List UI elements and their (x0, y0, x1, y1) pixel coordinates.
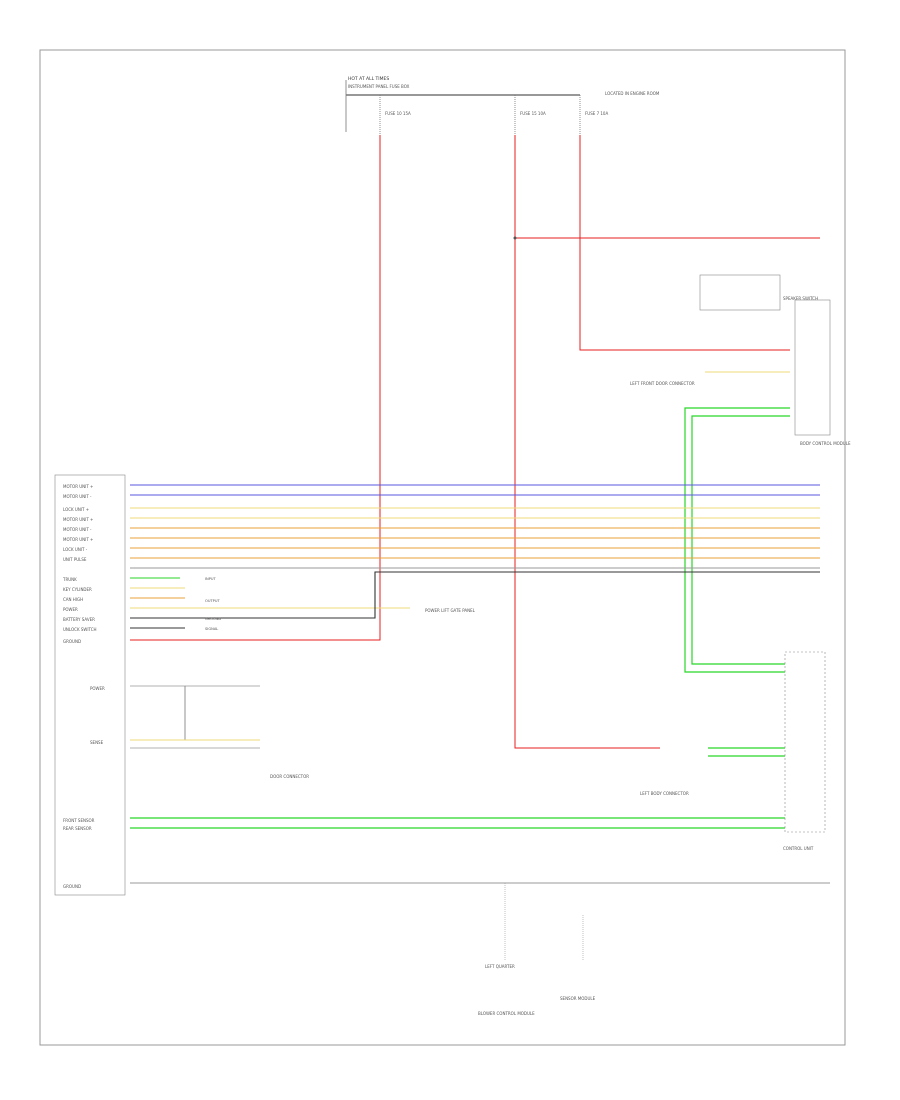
wire-label: OUTPUT (205, 599, 220, 603)
body-control-module-label: BODY CONTROL MODULE (800, 441, 851, 446)
pin-label: MOTOR UNIT - (63, 527, 92, 532)
body-control-module: BODY CONTROL MODULE (794, 299, 851, 446)
wire-label: GROUND (205, 617, 221, 621)
pin-label: MOTOR UNIT + (63, 484, 93, 489)
lower-label: GROUND (63, 884, 81, 889)
wire-label: SIGNAL (205, 627, 218, 631)
fuse-3: FUSE 7 10A (579, 95, 608, 135)
pin-label: LOCK UNIT + (63, 507, 89, 512)
splice-point (513, 236, 517, 240)
upper-fuse-note: LOCATED IN ENGINE ROOM (605, 91, 660, 96)
pin-label: UNIT PULSE (63, 557, 87, 562)
speaker-switch-label: SPEAKER SWITCH (783, 296, 818, 301)
control-unit-label: CONTROL UNIT (783, 846, 814, 851)
fuse-3-label: FUSE 7 10A (585, 111, 608, 116)
green-loop (684, 407, 790, 673)
pin-label: TRUNK (62, 577, 77, 582)
pin-label: BATTERY SAVER (63, 617, 95, 622)
lower-label: SENSE (90, 740, 104, 745)
lower-connector-label: LEFT BODY CONNECTOR (640, 791, 689, 796)
power-source-label: HOT AT ALL TIMES (348, 76, 389, 82)
pin-label: UNLOCK SWITCH (63, 627, 97, 632)
lower-green-wires (130, 747, 785, 829)
mid-connector-label: LEFT FRONT DOOR CONNECTOR (630, 381, 695, 386)
pin-label: MOTOR UNIT - (63, 494, 92, 499)
wire-label: INPUT (205, 577, 217, 581)
pin-label: POWER (63, 607, 78, 612)
fuse-1: FUSE 10 15A (379, 95, 411, 135)
harness-wire (130, 571, 820, 619)
lower-label: REAR SENSOR (63, 826, 92, 831)
control-unit: CONTROL UNIT (783, 651, 826, 851)
main-connector (54, 474, 126, 896)
pin-label: LOCK UNIT - (63, 547, 88, 552)
ground-bus (130, 882, 830, 960)
ground-left-label: LEFT QUARTER (485, 964, 515, 969)
fuse-2: FUSE 15 10A (514, 95, 546, 135)
diagram-frame (39, 49, 846, 1046)
pin-label: MOTOR UNIT + (63, 537, 93, 542)
lower-label: POWER (90, 686, 105, 691)
pin-label: KEY CYLINDER (63, 587, 92, 592)
fuse-panel-label: INSTRUMENT PANEL FUSE BOX (348, 84, 410, 89)
pin-label: MOTOR UNIT + (63, 517, 93, 522)
pin-label: GROUND (63, 639, 81, 644)
harness-wires (130, 484, 820, 629)
door-connector-label: DOOR CONNECTOR (270, 774, 309, 779)
red-wires (130, 135, 820, 749)
side-panel-label: POWER LIFT GATE PANEL (425, 608, 476, 613)
power-source: HOT AT ALL TIMES INSTRUMENT PANEL FUSE B… (345, 76, 580, 132)
fuse-1-label: FUSE 10 15A (385, 111, 411, 116)
module-right-label: SENSOR MODULE (560, 996, 596, 1001)
left-pin-labels: MOTOR UNIT + MOTOR UNIT - LOCK UNIT + MO… (62, 484, 97, 644)
pin-label: CAN HIGH (63, 597, 83, 602)
lower-left-labels: POWER SENSE FRONT SENSOR REAR SENSOR GRO… (63, 686, 105, 889)
mid-pin-labels: INPUT OUTPUT SIGNAL GROUND (205, 577, 221, 631)
door-connector: DOOR CONNECTOR (130, 685, 309, 779)
speaker-switch: SPEAKER SWITCH (699, 274, 818, 311)
module-left-label: BLOWER CONTROL MODULE (478, 1011, 535, 1016)
lower-label: FRONT SENSOR (63, 818, 95, 823)
fuse-2-label: FUSE 15 10A (520, 111, 546, 116)
